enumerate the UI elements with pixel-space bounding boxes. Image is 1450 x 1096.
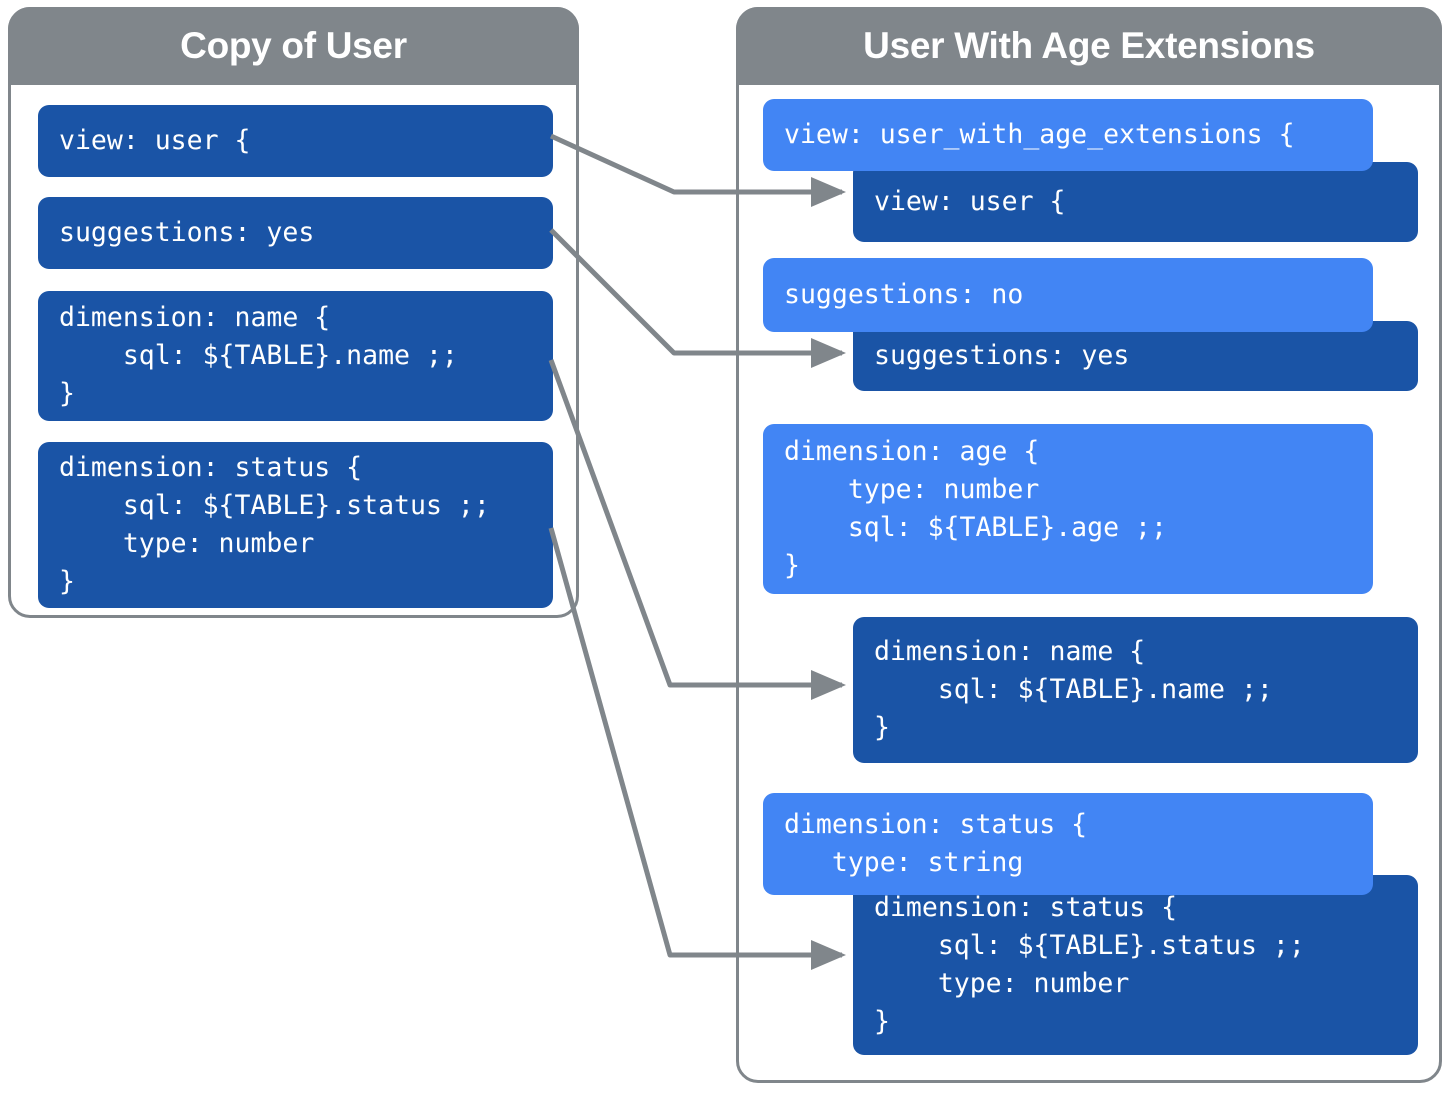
code-line: type: number [874,968,1130,999]
right-block-view-user-with-age-extensions: view: user_with_age_extensions { [763,99,1373,171]
code-line: dimension: status { [784,809,1088,840]
left-block-dimension-status: dimension: status { sql: ${TABLE}.status… [38,442,553,608]
panel-copy-of-user-title: Copy of User [180,25,407,66]
code-line: } [784,550,800,581]
code-line: dimension: status { [874,892,1178,923]
panel-copy-of-user-header: Copy of User [8,7,579,85]
left-block-view-user: view: user { [38,105,553,177]
panel-user-with-age-extensions-title: User With Age Extensions [863,25,1315,66]
code-line: } [874,1006,890,1037]
code-line: sql: ${TABLE}.status ;; [59,490,490,521]
panel-copy-of-user: Copy of User view: user { suggestions: y… [8,7,579,618]
code-line: } [59,566,75,597]
right-block-dimension-age: dimension: age { type: number sql: ${TAB… [763,424,1373,594]
right-block-inherited-dimension-name: dimension: name { sql: ${TABLE}.name ;; … [853,617,1418,763]
code-line: dimension: name { [874,636,1146,667]
code-line: type: number [59,528,315,559]
right-block-suggestions-no: suggestions: no [763,258,1373,332]
right-block-inherited-suggestions-yes: suggestions: yes [853,321,1418,391]
right-block-inherited-view-user: view: user { [853,162,1418,242]
code-line: type: number [784,474,1040,505]
code-line: sql: ${TABLE}.age ;; [784,512,1167,543]
code-line: sql: ${TABLE}.name ;; [59,340,458,371]
left-block-suggestions-yes: suggestions: yes [38,197,553,269]
code-line: } [874,712,890,743]
code-line: dimension: status { [59,452,363,483]
code-line: sql: ${TABLE}.name ;; [874,674,1273,705]
code-line: sql: ${TABLE}.status ;; [874,930,1305,961]
code-line: type: string [784,847,1024,878]
left-block-dimension-name: dimension: name { sql: ${TABLE}.name ;; … [38,291,553,421]
code-line: suggestions: no [784,279,1024,310]
code-line: view: user_with_age_extensions { [784,119,1295,150]
panel-user-with-age-extensions-header: User With Age Extensions [736,7,1442,85]
code-line: view: user { [59,125,251,156]
code-line: view: user { [874,186,1066,217]
right-block-dimension-status-override: dimension: status { type: string [763,793,1373,895]
code-line: dimension: age { [784,436,1040,467]
code-line: suggestions: yes [874,340,1130,371]
code-line: dimension: name { [59,302,331,333]
code-line: } [59,378,75,409]
panel-user-with-age-extensions: User With Age Extensions view: user_with… [736,7,1442,1083]
code-line: suggestions: yes [59,217,315,248]
right-block-inherited-dimension-status: dimension: status { sql: ${TABLE}.status… [853,875,1418,1055]
